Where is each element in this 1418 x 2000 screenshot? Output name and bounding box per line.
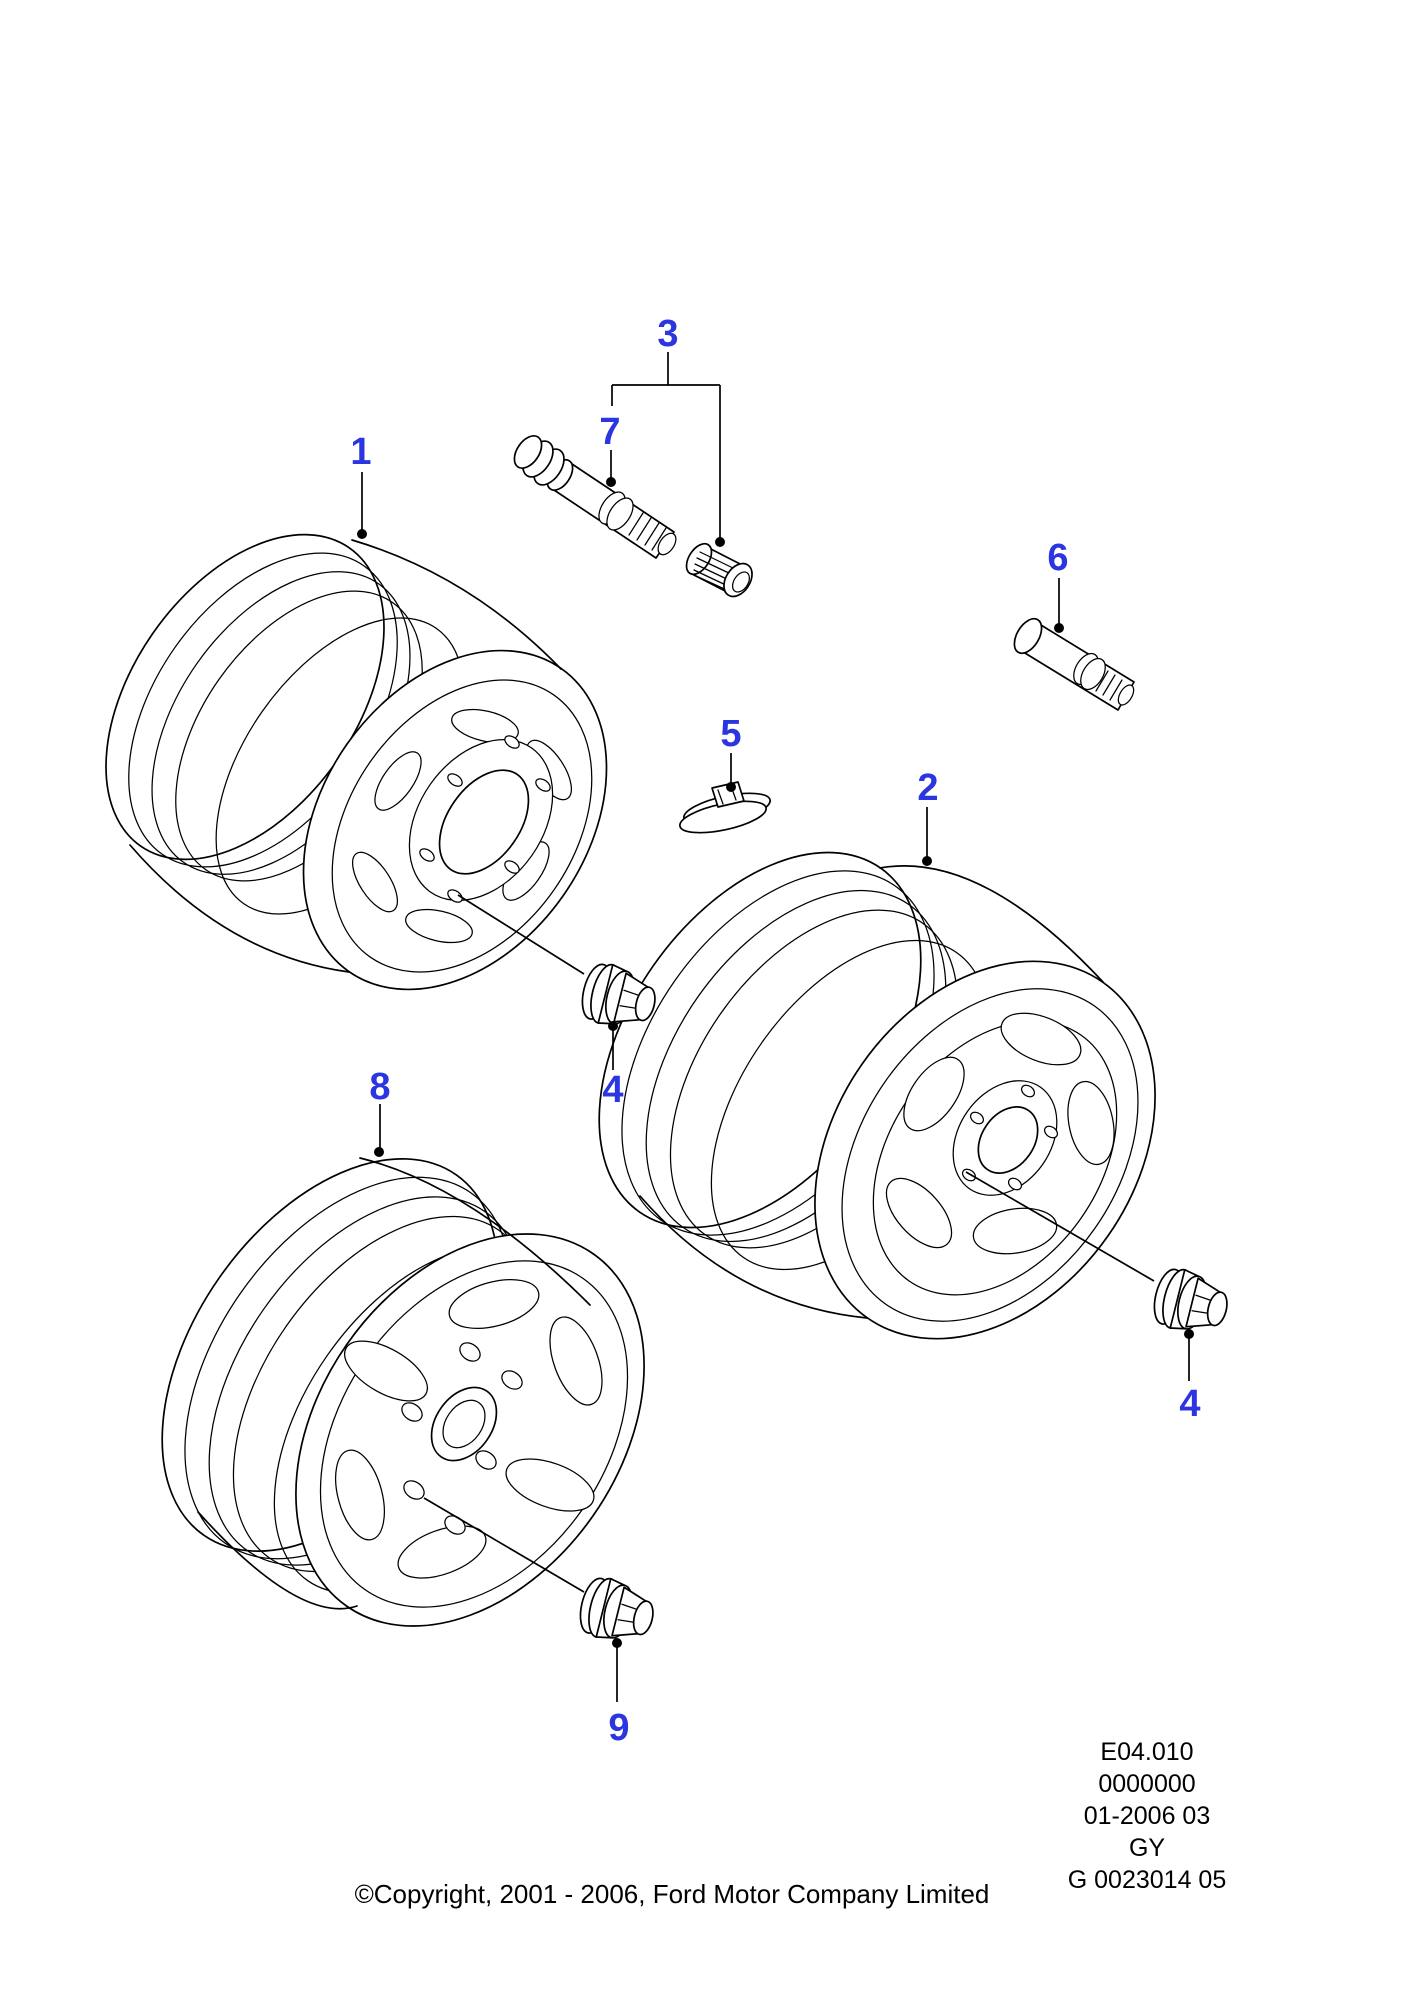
reference-block: E04.010 0000000 01-2006 03 GY G 0023014 … (1068, 1738, 1226, 1894)
callout-3-label[interactable]: 3 (657, 313, 678, 355)
callout-8-leader (374, 1104, 384, 1157)
alloy-wheel-5spoke-illustration (598, 851, 1156, 1340)
callout-5-leader (726, 753, 736, 792)
callout-8-label[interactable]: 8 (369, 1066, 390, 1108)
wheel-nut-part4-rear (1148, 1263, 1235, 1341)
callout-2-leader (922, 807, 932, 866)
callout-2-label[interactable]: 2 (917, 767, 938, 809)
balance-weight-illustration (679, 781, 771, 834)
drawing-code: G 0023014 05 (1068, 1866, 1226, 1894)
wheel-nut-part9 (574, 1572, 661, 1650)
callout-4-rear-leader (965, 1171, 1194, 1381)
callout-9-leader (423, 1497, 622, 1702)
callout-3-leader (611, 352, 725, 547)
callout-6-label[interactable]: 6 (1047, 537, 1068, 579)
copyright-notice: ©Copyright, 2001 - 2006, Ford Motor Comp… (355, 1879, 990, 1909)
callout-7-label[interactable]: 7 (599, 411, 620, 453)
callout-1-label[interactable]: 1 (350, 431, 371, 473)
callout-4-front-leader (457, 894, 618, 1070)
alloy-wheel-spare-illustration (161, 1157, 645, 1627)
callout-5-label[interactable]: 5 (720, 713, 741, 755)
market-code: GY (1129, 1834, 1165, 1862)
valve-cap-illustration (685, 542, 753, 598)
date-code: 01-2006 03 (1084, 1802, 1211, 1830)
steel-wheel-illustration (105, 533, 608, 991)
section-code: E04.010 (1100, 1738, 1193, 1766)
valve-stem-short-illustration (1013, 617, 1135, 711)
callout-4-front-label[interactable]: 4 (602, 1069, 623, 1111)
valve-stem-illustration (513, 435, 677, 559)
callout-1-leader (357, 472, 367, 539)
callout-4-rear-label[interactable]: 4 (1179, 1383, 1200, 1425)
callout-6-leader (1054, 578, 1064, 633)
part-ref: 0000000 (1098, 1770, 1195, 1798)
callout-9-label[interactable]: 9 (608, 1707, 629, 1749)
callout-7-leader (606, 450, 616, 487)
